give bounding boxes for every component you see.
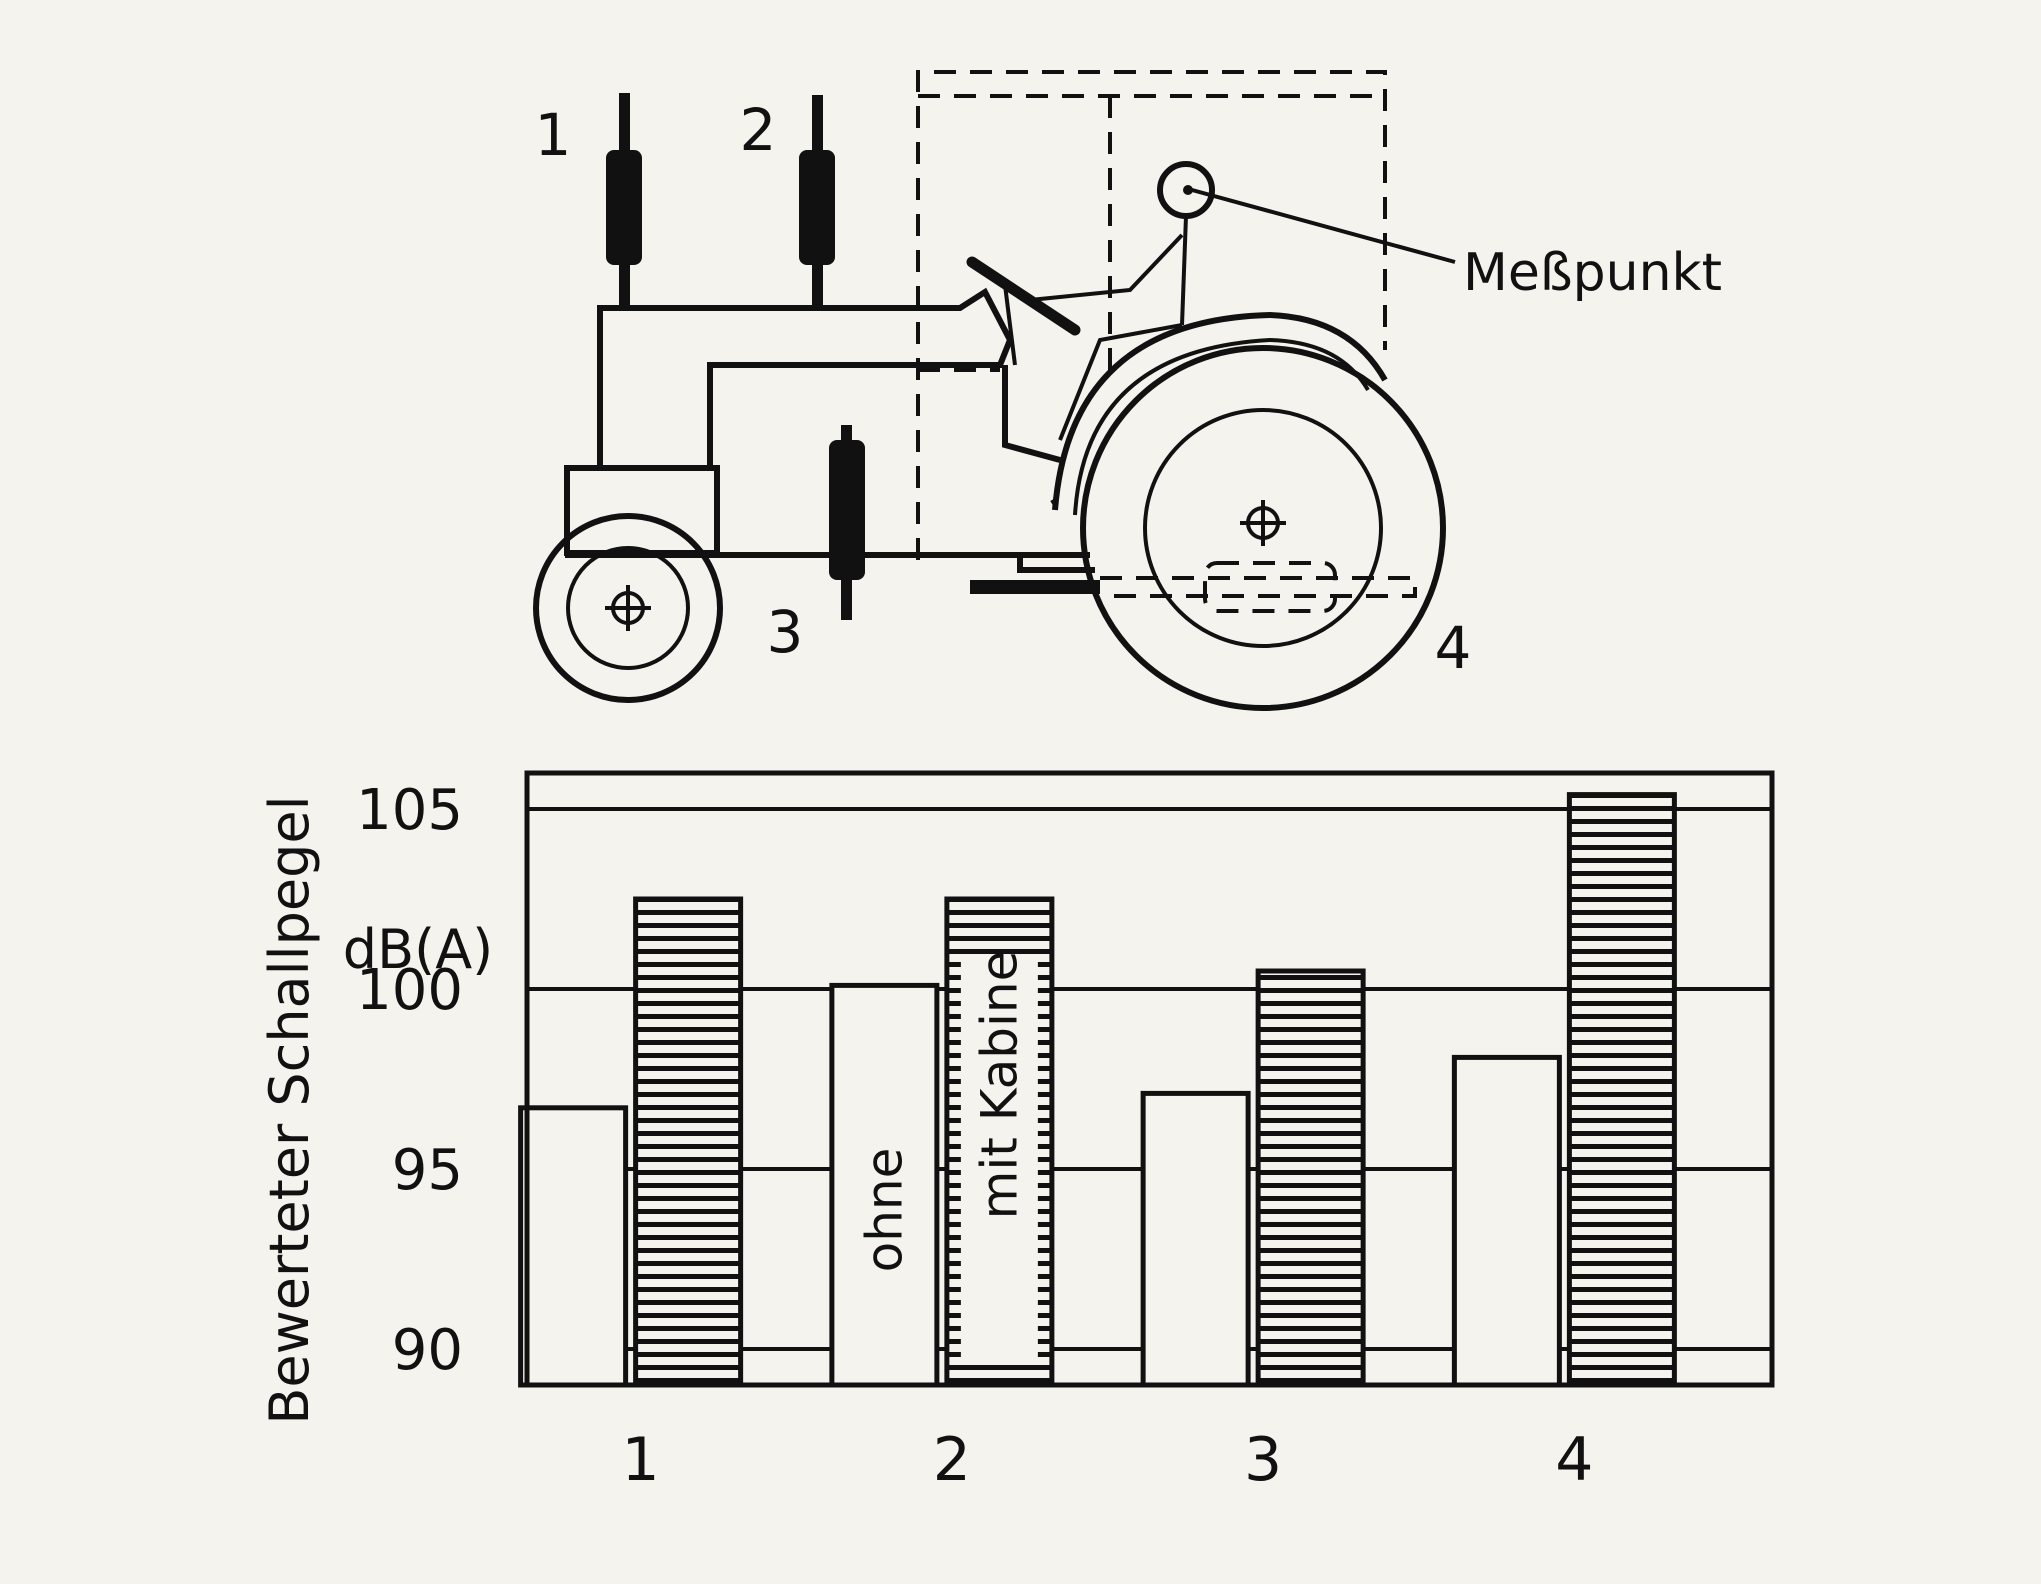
rear-wheel [1080,345,1446,711]
bars [518,792,1677,1388]
bar-ohne-4 [1451,1054,1562,1388]
front-weight-block [564,465,720,556]
bar-ohne-2 [829,982,940,1388]
position-label-2: 2 [740,96,777,164]
x-tick-label-2: 2 [933,1425,971,1495]
bar-mit-kabine-4 [1566,792,1677,1388]
bar-ohne-3 [1140,1090,1251,1388]
bar-chart: 90 95 100 105 1 2 3 4 Bewerteter Schallpegel d… [258,770,1775,1495]
y-axis-label: Bewerteter Schallpegel [258,795,321,1424]
tractor-hood [597,287,1014,468]
exhaust-position-4 [970,561,1417,613]
bar-mit-kabine-1 [633,896,744,1388]
y-tick-label-90: 90 [392,1318,463,1383]
x-tick-label-4: 4 [1555,1425,1593,1495]
series-label-mit-kabine: mit Kabine [970,951,1028,1220]
measurement-point-leader [1191,188,1456,264]
seat-post [1002,365,1061,463]
series-label-ohne: ohne [855,1148,913,1273]
steering-wheel [966,256,1081,366]
cabin-outline [916,70,1387,560]
plot-frame [524,770,1775,1388]
exhaust-position-3 [829,425,865,620]
driver-figure [1029,161,1215,441]
y-tick-label-105: 105 [356,778,463,843]
exhaust-position-1 [606,93,642,308]
bar-ohne-1 [518,1105,629,1388]
tractor-diagram: 1 2 3 4 Meßpunkt [533,70,1722,711]
y-tick-label-95: 95 [392,1138,463,1203]
x-tick-labels: 1 2 3 4 [622,1425,1594,1495]
exhaust-position-2 [799,95,835,308]
measurement-point-label: Meßpunkt [1463,243,1722,303]
front-wheel [533,513,723,703]
position-label-4: 4 [1435,614,1472,682]
rear-fender [1050,311,1388,516]
position-label-1: 1 [535,101,572,169]
position-label-3: 3 [767,598,804,666]
x-tick-label-3: 3 [1244,1425,1282,1495]
series-label-backing [960,959,1038,1365]
y-tick-labels: 90 95 100 105 [356,778,463,1383]
bar-mit-kabine-3 [1255,968,1366,1388]
y-axis-unit: dB(A) [343,918,493,981]
y-tick-label-100: 100 [356,958,463,1023]
x-tick-label-1: 1 [622,1425,660,1495]
